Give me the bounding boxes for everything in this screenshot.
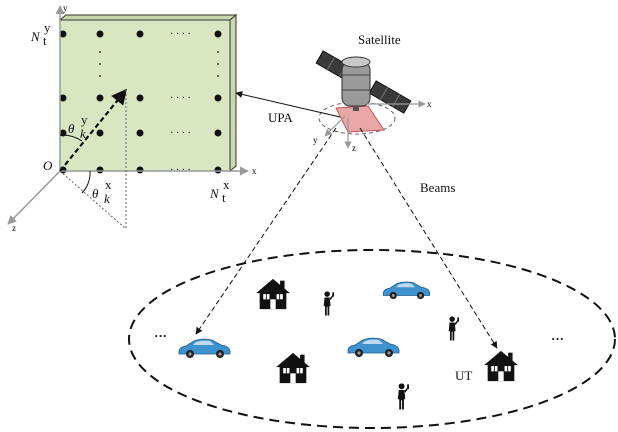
antenna-element	[214, 166, 222, 174]
n-ty-symbol: N	[30, 29, 41, 44]
projection-line	[59, 170, 127, 230]
beam-right-arrow	[359, 127, 498, 349]
house-icon	[255, 278, 291, 310]
z-axis-arrow	[7, 170, 61, 225]
upa-panel-side-face	[229, 13, 237, 173]
beams-label: Beams	[420, 180, 455, 195]
antenna-element	[59, 94, 67, 102]
panel-y-axis-label: y	[63, 3, 68, 13]
ellipsis-right: ···	[551, 331, 564, 346]
satellite-label: Satellite	[358, 32, 401, 47]
n-ty-subscript: t	[43, 33, 47, 48]
car-icon	[382, 281, 431, 300]
car-icon	[178, 338, 231, 359]
theta-y-arc	[59, 134, 83, 142]
coverage-area-ellipse	[128, 249, 616, 429]
satellite-body	[341, 56, 371, 111]
upa-pointer-arrow	[235, 91, 341, 118]
antenna-element	[96, 166, 104, 174]
theta-ky-superscript: y	[81, 112, 88, 127]
grid-column-ellipsis-dot	[217, 51, 219, 53]
solar-panel-right	[368, 80, 412, 114]
antenna-element	[214, 129, 222, 137]
theta-ky-symbol: θ	[68, 121, 75, 136]
sat-z-axis-label: z	[352, 143, 356, 153]
antenna-element	[214, 94, 222, 102]
satellite	[315, 50, 426, 149]
upa-panel-front-face	[59, 19, 231, 172]
grid-column-ellipsis-dot	[217, 63, 219, 65]
direction-vector-arrow	[59, 88, 127, 172]
panel-z-axis-label: z	[12, 223, 16, 233]
theta-kx-superscript: x	[105, 177, 112, 192]
house-icon	[483, 350, 519, 382]
angle-construction	[59, 88, 127, 230]
grid-column-ellipsis-dot	[99, 63, 101, 65]
sat-y-axis-label: y	[313, 135, 318, 145]
person-icon	[397, 383, 409, 410]
person-icon	[448, 316, 459, 341]
grid-row-ellipsis: · · · ·	[170, 29, 191, 40]
grid-column-ellipsis-dot	[217, 75, 219, 77]
antenna-element	[136, 30, 144, 38]
antenna-element	[96, 129, 104, 137]
theta-x-arc	[81, 170, 91, 194]
n-tx-superscript: x	[223, 177, 230, 192]
n-tx-subscript: t	[222, 190, 226, 205]
car-icon	[347, 337, 400, 358]
theta-ky-subscript: k	[80, 126, 86, 141]
sat-y-axis-arrow	[324, 115, 346, 137]
sat-x-axis-label: x	[427, 99, 432, 109]
ellipsis-left: ···	[154, 328, 167, 343]
antenna-element	[136, 129, 144, 137]
ut-label: UT	[455, 368, 472, 383]
satellite-coverage-ellipse	[318, 101, 396, 135]
antenna-element	[96, 30, 104, 38]
grid-column-ellipsis-dot	[99, 51, 101, 53]
n-ty-label: N t y	[30, 20, 51, 48]
upa-panel	[58, 13, 238, 173]
upa-label: UPA	[268, 110, 293, 125]
n-ty-superscript: y	[44, 20, 51, 35]
antenna-element	[136, 94, 144, 102]
grid-column-ellipsis-dot	[99, 75, 101, 77]
theta-kx-label: θ k x	[92, 177, 112, 206]
origin-label: O	[43, 158, 53, 173]
house-icon	[275, 352, 311, 384]
theta-kx-symbol: θ	[92, 186, 99, 201]
person-icon	[323, 291, 334, 316]
grid-row-ellipsis: · · · ·	[170, 128, 191, 139]
antenna-element	[96, 94, 104, 102]
antenna-element	[214, 30, 222, 38]
n-tx-symbol: N	[209, 186, 220, 201]
theta-kx-subscript: k	[104, 191, 110, 206]
antenna-element	[136, 166, 144, 174]
panel-axes	[7, 5, 249, 225]
grid-row-ellipsis: · · · ·	[170, 93, 191, 104]
beam-left-arrow	[195, 127, 337, 335]
panel-x-axis-label: x	[252, 166, 257, 176]
theta-ky-label: θ k y	[68, 112, 88, 141]
antenna-element	[59, 30, 67, 38]
n-tx-label: N t x	[209, 177, 230, 205]
upa-panel-top-face	[58, 14, 238, 21]
